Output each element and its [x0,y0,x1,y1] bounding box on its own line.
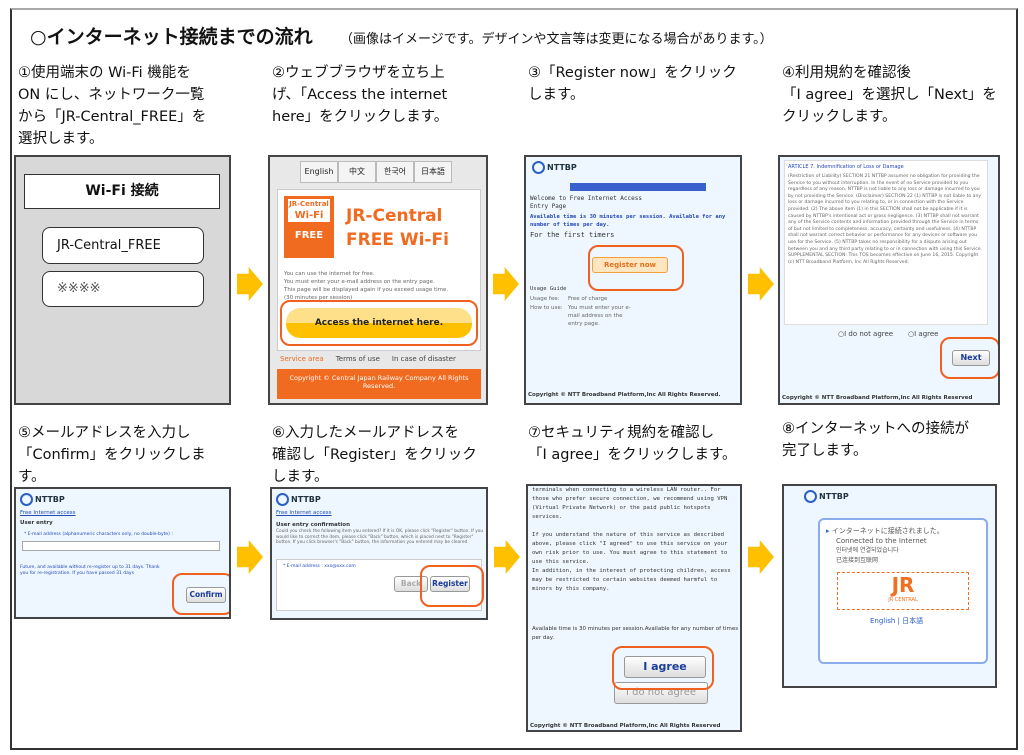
portal-copyright: Copyright © Central Japan Railway Compan… [277,369,481,399]
ntt-copyright: Copyright © NTT Broadband Platform,Inc A… [782,395,973,401]
wifi-settings-screenshot: Wi-Fi 接続 JR-Central_FREE ※※※※ [14,155,231,405]
available-time-text: Available time is 30 minutes per session… [530,214,726,228]
nttbp-logo: NTTBP [276,493,321,506]
step-8-text: ⑧インターネットへの接続が 完了します。 [782,421,969,459]
ntt-copyright: Copyright © NTT Broadband Platform,Inc A… [530,723,721,729]
agree-radio[interactable]: ○I agree [908,330,939,338]
user-entry-heading: User entry [20,520,53,526]
terms-body: (Restriction of Liability) SECTION 21 NT… [788,174,983,265]
terms-heading: ARTICLE 7. Indemnification of Loss or Da… [788,164,904,170]
portal-bullets: You can use the internet for free.You mu… [284,271,449,301]
step-7-text: ⑦セキュリティ規約を確認し 「I agree」をクリックします。 [528,425,737,463]
highlight-ring [420,565,484,607]
connected-screenshot: NTTBP ▸ インターネットに接続されました。 Connected to th… [782,484,997,688]
highlight-ring [588,245,684,291]
nttbp-logo: NTTBP [20,493,65,506]
disagree-radio[interactable]: ○I do not agree [838,330,894,338]
security-terms-text: terminals when connecting to a wireless … [532,487,731,592]
english-link[interactable]: English [870,617,896,625]
welcome-text: Welcome to Free Internet Access Entry Pa… [530,195,642,210]
language-bar [570,183,706,191]
free-internet-link[interactable]: Free Internet access [20,510,76,516]
nttbp-logo: NTTBP [804,490,849,503]
highlight-ring [612,646,714,690]
language-links: English | 日本語 [870,617,924,625]
portal-links: Service area Terms of use In case of dis… [280,355,456,363]
ntt-copyright: Copyright © NTT Broadband Platform,Inc A… [528,392,721,398]
confirm-button[interactable]: Confirm [186,587,226,603]
step-4-text: ④利用規約を確認後 「I agree」を選択し「Next」を クリックします。 [782,65,997,125]
japanese-link[interactable]: 日本語 [902,617,924,625]
terms-link[interactable]: Terms of use [335,355,380,363]
i-do-not-agree-button[interactable]: I do not agree [614,682,708,704]
page-frame [10,8,1018,750]
page-title: ○インターネット接続までの流れ [30,26,313,48]
step-6-text: ⑥入力したメールアドレスを 確認し「Register」をクリック します。 [272,425,477,485]
usage-guide-heading: Usage Guide [530,286,567,292]
i-agree-button[interactable]: I agree [624,656,706,678]
ntt-entry-screenshot: NTTBP Welcome to Free Internet Access En… [524,155,742,405]
step-5-text: ⑤メールアドレスを入力し 「Confirm」をクリックしま す。 [18,425,206,485]
available-time-text: Available time is 30 minutes per session… [532,626,739,641]
back-button[interactable]: Back [394,576,428,592]
register-button[interactable]: Register [430,576,470,592]
network-item-jr-central-free[interactable]: JR-Central_FREE [42,227,204,264]
jr-central-logo: JR JR CENTRAL [837,572,969,610]
confirmation-body: Could you check the following item you e… [276,529,484,546]
first-timers-heading: For the first timers [530,231,615,239]
how-to-use: You must enter your e-mail address on th… [568,305,631,327]
lang-tab-korean[interactable]: 한국어 [376,161,414,183]
email-confirm-screenshot: NTTBP Free Internet access User entry co… [270,487,488,620]
wifi-heading: Wi-Fi 接続 [24,174,220,209]
step-3-text: ③「Register now」をクリック します。 [528,65,737,103]
email-label: * E-mail address (alphanumeric character… [24,532,173,537]
entered-email: * E-mail address : xxx@xxx.com [283,564,356,569]
lang-tab-japanese[interactable]: 日本語 [414,161,452,183]
step-1-text: ①使用端末の Wi-Fi 機能を ON にし、ネットワーク一覧 から「JR-Ce… [18,65,207,147]
lang-tab-chinese[interactable]: 中文 [338,161,376,183]
how-to-use-label: How to use: [530,305,563,311]
connected-card: ▸ インターネットに接続されました。 Connected to the Inte… [818,518,988,664]
page-subtitle: （画像はイメージです。デザインや文言等は変更になる場合があります。） [340,32,773,47]
highlight-ring [940,337,998,379]
highlight-ring [280,300,478,346]
usage-fee: Free of charge [568,296,608,302]
connected-messages: ▸ インターネットに接続されました。 Connected to the Inte… [826,527,944,564]
highlight-ring [172,573,229,615]
usage-fee-label: Usage fee: [530,296,560,302]
terms-textbox[interactable]: ARTICLE 7. Indemnification of Loss or Da… [784,160,988,325]
nttbp-logo: NTTBP [532,161,577,174]
registration-note: Future, and available without re-registe… [20,565,160,576]
confirmation-heading: User entry confirmation [276,522,350,528]
step-2-text: ②ウェブブラウザを立ち上 げ、「Access the internet here… [272,65,449,125]
service-area-link[interactable]: Service area [280,355,324,363]
access-internet-button[interactable]: Access the internet here. [286,308,472,338]
next-button[interactable]: Next [952,350,990,366]
register-now-button[interactable]: Register now [592,257,668,273]
email-entry-screenshot: NTTBP Free Internet access User entry * … [14,487,231,619]
disaster-link[interactable]: In case of disaster [391,355,456,363]
email-input[interactable] [22,541,220,551]
security-terms-screenshot: terminals when connecting to a wireless … [526,484,742,732]
network-item-other[interactable]: ※※※※ [42,271,204,307]
free-internet-link[interactable]: Free Internet access [276,510,332,516]
lang-tab-english[interactable]: English [300,161,338,183]
language-tabs: English 中文 한국어 日本語 [300,161,452,183]
terms-screenshot: ARTICLE 7. Indemnification of Loss or Da… [778,155,1000,405]
